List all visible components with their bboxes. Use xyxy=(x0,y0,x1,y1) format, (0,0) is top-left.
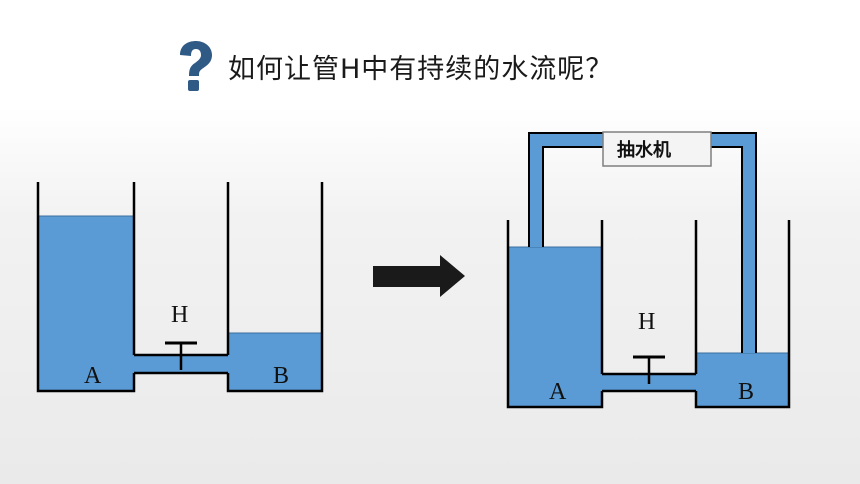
left-label-b: B xyxy=(273,363,289,389)
left-valve-icon xyxy=(165,341,197,370)
right-valve-icon xyxy=(633,355,665,384)
right-container-a-walls xyxy=(506,220,604,409)
right-label-b: B xyxy=(738,379,754,405)
right-diagram: 抽水机 A B H xyxy=(506,131,791,409)
pump-box xyxy=(602,131,712,167)
title-row: 如何让管H中有持续的水流呢？ xyxy=(172,36,613,96)
question-text: 如何让管H中有持续的水流呢？ xyxy=(228,53,614,85)
left-container-b-walls xyxy=(226,182,324,393)
right-container-b-water xyxy=(696,353,789,407)
left-diagram: A B H xyxy=(36,182,324,393)
left-container-a-water xyxy=(38,216,134,391)
left-label-a: A xyxy=(84,363,102,389)
left-container-b-water xyxy=(228,333,322,391)
left-container-a-walls xyxy=(36,182,136,393)
right-label-h: H xyxy=(638,309,655,335)
left-label-h: H xyxy=(171,302,188,328)
right-container-a-water xyxy=(508,247,602,407)
question-mark-icon xyxy=(180,41,212,91)
right-arrow-icon xyxy=(373,255,465,297)
right-container-b-walls xyxy=(694,220,791,409)
right-label-a: A xyxy=(549,379,567,405)
pump-label: 抽水机 xyxy=(617,139,671,161)
